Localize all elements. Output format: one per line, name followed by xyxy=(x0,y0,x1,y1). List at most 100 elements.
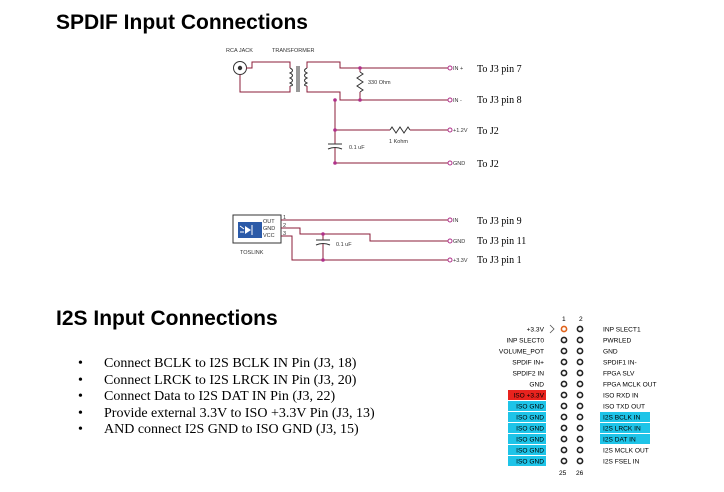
dest-j3-pin9: To J3 pin 9 xyxy=(477,216,522,227)
header-pin xyxy=(560,325,568,333)
left-pin-label: SPDIF2 IN xyxy=(512,370,544,377)
header-pin xyxy=(560,457,568,465)
instruction-item: • AND connect I2S GND to ISO GND (J3, 15) xyxy=(78,422,375,439)
right-pin-label: PWRLED xyxy=(603,337,631,344)
right-pin-label: I2S LRCK IN xyxy=(603,425,641,432)
toslink-net-ports xyxy=(447,217,453,263)
instruction-text: Connect Data to I2S DAT IN Pin (J3, 22) xyxy=(104,389,336,404)
right-pin-highlight xyxy=(600,412,650,422)
instruction-text: AND connect I2S GND to ISO GND (J3, 15) xyxy=(104,422,359,437)
header-col2-num-bottom: 26 xyxy=(576,470,584,477)
header-pin xyxy=(560,358,568,366)
left-pin-label: +3.3V xyxy=(527,326,545,333)
i2s-section-title: I2S Input Connections xyxy=(56,307,278,330)
toslink-pin1: 1 xyxy=(283,215,286,221)
toslink-gnd-label: GND xyxy=(263,226,275,232)
toslink-out-label: OUT xyxy=(263,219,275,225)
bullet-glyph: • xyxy=(78,405,83,421)
transformer-primary xyxy=(288,67,293,87)
left-pin-highlight xyxy=(508,390,546,400)
header-pin xyxy=(576,446,584,454)
header-pin xyxy=(576,457,584,465)
right-pin-label: INP SLECT1 xyxy=(603,326,641,333)
header-pin xyxy=(560,336,568,344)
capacitor-c2-label: 0.1 uF xyxy=(336,242,352,248)
header-pin xyxy=(560,435,568,443)
resistor-330ohm xyxy=(356,71,364,93)
dest-j3-pin7: To J3 pin 7 xyxy=(477,64,522,75)
bullet-glyph: • xyxy=(78,422,83,437)
header-pin xyxy=(576,369,584,377)
resistor-1kohm xyxy=(389,126,411,134)
resistor-330-label: 330 Ohm xyxy=(368,80,391,86)
left-pin-highlight xyxy=(508,423,546,433)
spdif-circuit xyxy=(233,61,448,164)
left-pin-label: GND xyxy=(529,381,544,388)
header-pin xyxy=(560,402,568,410)
left-pin-highlight xyxy=(508,412,546,422)
net-1v2: +1.2V xyxy=(453,128,468,134)
instruction-item: •Connect Data to I2S DAT IN Pin (J3, 22) xyxy=(78,389,375,406)
instruction-text: Connect LRCK to I2S LRCK IN Pin (J3, 20) xyxy=(104,372,357,388)
header-pin xyxy=(560,424,568,432)
left-pin-label: VOLUME_POT xyxy=(499,348,544,355)
right-pin-highlight xyxy=(600,423,650,433)
header-pin xyxy=(576,424,584,432)
instruction-text: Provide external 3.3V to ISO +3.3V Pin (… xyxy=(104,405,375,421)
toslink-vcc-label: VCC xyxy=(263,233,275,239)
net-in-plus: IN + xyxy=(453,66,463,72)
dest-j3-pin1: To J3 pin 1 xyxy=(477,255,522,266)
header-pin xyxy=(560,391,568,399)
net-in: IN xyxy=(453,218,459,224)
toslink-pin2: 2 xyxy=(283,223,286,229)
dest-j2-b: To J2 xyxy=(477,159,499,170)
header-col1-num-top: 1 xyxy=(562,316,566,323)
toslink-circuit xyxy=(232,214,448,261)
header-pin xyxy=(560,446,568,454)
right-pin-label: ISO TXD OUT xyxy=(603,403,645,410)
header-pin xyxy=(560,369,568,377)
i2s-instructions-list: • Connect BCLK to I2S BCLK IN Pin (J3, 18… xyxy=(78,356,375,439)
instruction-text: Connect BCLK to I2S BCLK IN Pin (J3, 18) xyxy=(104,356,357,371)
header-pin xyxy=(576,336,584,344)
resistor-1k-label: 1 Kohm xyxy=(389,139,408,145)
right-pin-label: GND xyxy=(603,348,618,355)
toslink-pin3: 3 xyxy=(283,231,286,237)
left-pin-label: ISO GND xyxy=(516,403,544,410)
header-pin xyxy=(576,402,584,410)
capacitor-c1-label: 0.1 uF xyxy=(349,145,365,151)
rca-jack-label: RCA JACK xyxy=(226,48,253,54)
header-pin xyxy=(576,358,584,366)
instruction-item: • Connect LRCK to I2S LRCK IN Pin (J3, 20… xyxy=(78,373,375,390)
net-in-minus: IN - xyxy=(453,98,462,104)
left-pin-highlight xyxy=(508,445,546,455)
header-pin xyxy=(560,380,568,388)
net-gnd-2: GND xyxy=(453,239,465,245)
left-pin-label: INP SLECT0 xyxy=(506,337,544,344)
left-pin-label: ISO GND xyxy=(516,414,544,421)
header-pin xyxy=(560,347,568,355)
transformer-secondary xyxy=(304,67,309,87)
dest-j2-a: To J2 xyxy=(477,126,499,137)
spdif-nodes xyxy=(333,66,362,165)
left-pin-highlight xyxy=(508,401,546,411)
header-pin xyxy=(576,380,584,388)
right-pin-highlight xyxy=(600,434,650,444)
header-pin xyxy=(576,347,584,355)
left-pin-label: ISO GND xyxy=(516,447,544,454)
header-pin xyxy=(576,435,584,443)
transformer-label: TRANSFORMER xyxy=(272,48,315,54)
pin1-marker-icon xyxy=(549,324,555,334)
toslink-label: TOSLINK xyxy=(240,250,264,256)
header-pin xyxy=(576,413,584,421)
net-gnd: GND xyxy=(453,161,465,167)
right-pin-label: I2S BCLK IN xyxy=(603,414,641,421)
instruction-item: •Connect BCLK to I2S BCLK IN Pin (J3, 18… xyxy=(78,356,375,373)
right-pin-label: ISO RXD IN xyxy=(603,392,639,399)
left-pin-highlight xyxy=(508,456,546,466)
dest-j3-pin8: To J3 pin 8 xyxy=(477,95,522,106)
left-pin-label: ISO +3.3V xyxy=(513,392,544,399)
bullet-glyph: • xyxy=(78,372,83,388)
